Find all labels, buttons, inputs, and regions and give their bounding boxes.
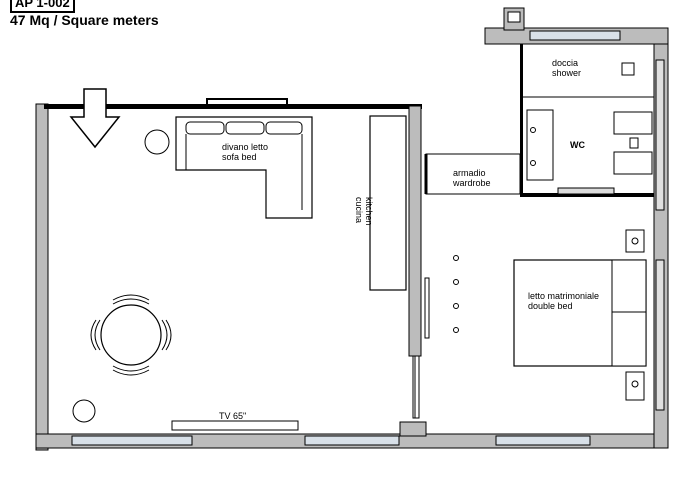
tv-label: TV 65"	[219, 411, 247, 421]
wardrobe-label-en: wardrobe	[453, 178, 491, 188]
bed-label-it: letto matrimoniale	[528, 291, 600, 301]
bathroom-door	[557, 187, 615, 195]
kitchen-counter	[369, 115, 407, 291]
sofa-shape	[175, 116, 313, 219]
top-window-bump	[206, 98, 288, 106]
wall-partition-lower	[412, 355, 420, 419]
window-bottom-1	[71, 435, 193, 446]
kitchen-label-it: cucina	[354, 197, 364, 224]
wall-left	[35, 103, 49, 451]
sofa-label-it: divano letto	[222, 142, 269, 152]
bathroom-wall-bottom	[520, 193, 654, 197]
bidet	[613, 151, 653, 175]
window-top-right	[529, 30, 621, 41]
notch-bottom	[399, 421, 427, 437]
apartment-code: AP 1-002	[10, 0, 75, 13]
plant-icon	[72, 399, 96, 423]
shower-label-en: shower	[552, 68, 582, 78]
wall-partition	[408, 105, 422, 357]
shower-label-it: doccia	[552, 58, 579, 68]
window-bottom-3	[495, 435, 591, 446]
bed-label-en: double bed	[528, 301, 573, 311]
bathroom-wall-left	[520, 44, 523, 196]
sink	[526, 109, 554, 181]
sofa-label-en: sofa bed	[222, 152, 257, 162]
tv-stand	[171, 420, 299, 431]
area-label: 47 Mq / Square meters	[10, 12, 159, 28]
wc-label: WC	[570, 140, 585, 150]
toilet	[613, 111, 653, 135]
wall-top-living	[44, 104, 422, 109]
kitchen-label-en: kitchen	[364, 197, 374, 226]
wardrobe-label-it: armadio	[453, 168, 486, 178]
window-bottom-2	[304, 435, 400, 446]
dining-table	[100, 304, 162, 366]
plant-icon	[144, 129, 170, 155]
entrance-arrow-icon	[69, 88, 121, 149]
shower-drain	[621, 62, 635, 76]
